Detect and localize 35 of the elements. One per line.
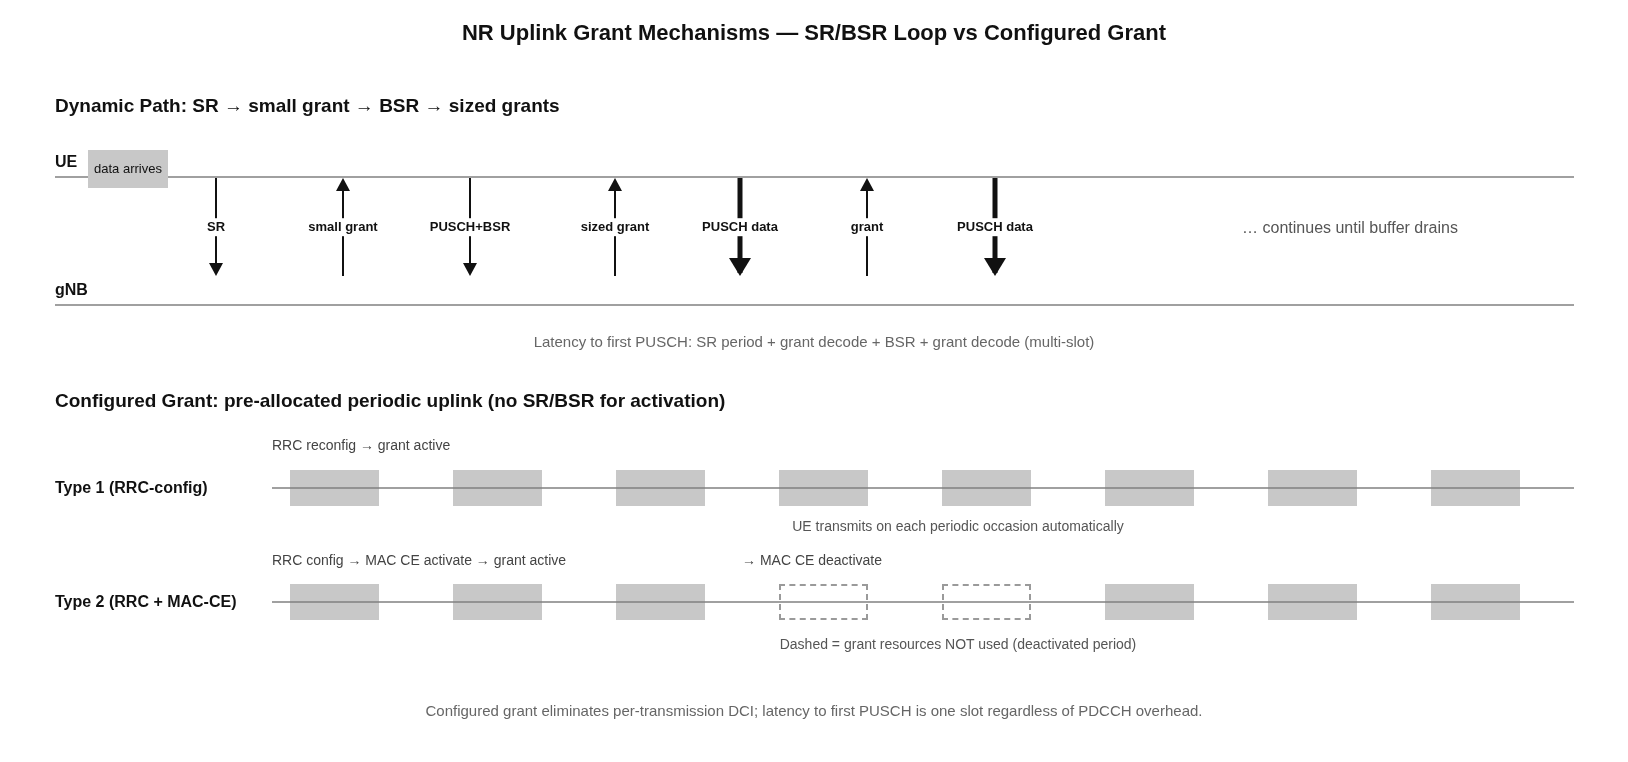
dashed-occasion-block <box>779 584 868 620</box>
diagram-title: NR Uplink Grant Mechanisms — SR/BSR Loop vs Configured Grant <box>461 20 1167 47</box>
edge-label: PUSCH data <box>954 218 1036 236</box>
lane-label: Type 1 (RRC-config) <box>55 478 208 498</box>
annotation-text: → MAC CE deactivate <box>742 552 883 569</box>
dashed-occasion-block <box>942 584 1031 620</box>
occasion-block <box>1105 470 1194 506</box>
section-heading: Configured Grant: pre-allocated periodic uplink (no SR/BSR for activation) <box>55 390 726 413</box>
occasion-block <box>290 584 379 620</box>
lifeline-label: gNB <box>55 279 88 299</box>
section-heading: Dynamic Path: SR → small grant → BSR → sized grants <box>55 95 560 118</box>
edge-label: small grant <box>305 218 381 236</box>
lane-label: Type 2 (RRC + MAC-CE) <box>55 592 237 612</box>
occasion-block <box>1431 584 1520 620</box>
lifeline-label: UE <box>55 151 78 171</box>
event-box: data arrives <box>88 150 168 188</box>
occasion-block <box>453 584 542 620</box>
annotation-text: RRC reconfig → grant active <box>272 437 451 454</box>
occasion-block <box>453 470 542 506</box>
note-text: Dashed = grant resources NOT used (deactivated period) <box>779 636 1137 653</box>
note-text: UE transmits on each periodic occasion automatically <box>792 518 1124 535</box>
occasion-block <box>1268 584 1357 620</box>
occasion-block <box>779 470 868 506</box>
note-text: Latency to first PUSCH: SR period + grant decode + BSR + grant decode (multi-slot) <box>533 333 1095 351</box>
caption-text: Configured grant eliminates per-transmission DCI; latency to first PUSCH is one slot regardless of PDCCH overhead. <box>425 702 1203 720</box>
occasion-block <box>1431 470 1520 506</box>
annotation-text: RRC config → MAC CE activate → grant active <box>272 552 567 569</box>
edge-label: PUSCH data <box>699 218 781 236</box>
occasion-block <box>616 584 705 620</box>
occasion-block <box>1268 470 1357 506</box>
occasion-block <box>942 470 1031 506</box>
occasion-block <box>1105 584 1194 620</box>
occasion-block <box>616 470 705 506</box>
note-text: … continues until buffer drains <box>1242 218 1458 238</box>
occasion-block <box>290 470 379 506</box>
